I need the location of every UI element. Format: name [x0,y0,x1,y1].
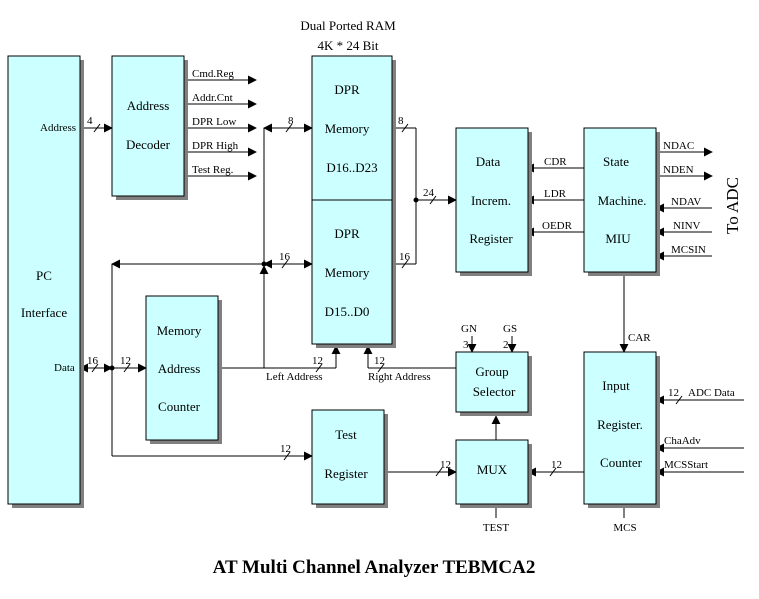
test-register-block: Test Register [311,409,388,508]
group-selector-label-2: Selector [473,384,516,399]
gs-label: GS [503,323,517,335]
ldr-label: LDR [544,188,567,200]
data-increm-register-label-1: Data [476,154,501,169]
pc-interface-label-2: Interface [21,305,67,320]
input-to-mux-width: 12 [551,459,562,471]
ndac-label: NDAC [663,140,694,152]
state-machine-label-3: MIU [605,231,631,246]
state-machine-block: State Machine. MIU [583,127,660,276]
ninv-label: NINV [673,220,701,232]
memory-address-counter-label-3: Counter [158,399,201,414]
nden-label: NDEN [663,164,694,176]
address-decoder-label-2: Decoder [126,137,171,152]
gs-width-label: 2 [503,339,509,351]
dpr-header-line-1: Dual Ported RAM [300,18,396,33]
dpr-high-label-2: Memory [325,121,370,136]
mcsin-label: MCSIN [671,244,706,256]
cmd-reg-label: Cmd.Reg [192,68,234,80]
data-increm-register-block: Data Increm. Register [455,127,532,276]
to-data-register-width: 24 [423,187,435,199]
input-register-counter-block: Input Register. Counter [583,351,660,508]
group-selector-label-1: Group [475,364,508,379]
ndav-label: NDAV [671,196,701,208]
dpr-low-label-2: Memory [325,265,370,280]
data-increm-register-label-2: Increm. [471,193,511,208]
adc-data-width: 12 [668,387,679,399]
cdr-label: CDR [544,156,567,168]
dpr-low-label: DPR Low [192,116,236,128]
memory-address-counter-label-2: Address [158,361,201,376]
addr-cnt-label: Addr.Cnt [192,92,233,104]
pc-interface-block: PC Interface [7,55,84,508]
mux-label: MUX [477,462,508,477]
test-register-label-1: Test [335,427,357,442]
test-register-label-2: Register [324,466,368,481]
test-to-mux-width: 12 [440,459,451,471]
adc-data-label: ADC Data [688,387,735,399]
dpr-low-in-width: 16 [279,251,291,263]
dpr-low-out-width: 16 [399,251,411,263]
bus-width-ticks [91,123,683,477]
to-adc-label: To ADC [723,177,742,234]
diagram-title: AT Multi Channel Analyzer TEBMCA2 [213,557,536,578]
address-decoder-block: Address Decoder [111,55,188,200]
dpr-memory-block: DPR Memory D16..D23 DPR Memory D15..D0 [311,55,396,348]
data-pc-width: 16 [87,355,99,367]
pc-interface-label-1: PC [36,268,52,283]
mcs-label: MCS [613,522,636,534]
left-address-width: 12 [312,355,323,367]
input-register-label-3: Counter [600,455,643,470]
dpr-high-label-3: D16..D23 [326,160,377,175]
input-register-label-1: Input [602,378,630,393]
oedr-label: OEDR [542,220,573,232]
mcs-start-label: MCSStart [664,459,708,471]
left-address-label: Left Address [266,371,323,383]
test-reg-label: Test Reg. [192,164,234,176]
data-counter-width: 12 [120,355,131,367]
dpr-header-line-2: 4K * 24 Bit [317,38,378,53]
car-label: CAR [628,332,651,344]
gn-width-label: 3 [463,339,469,351]
input-register-label-2: Register. [597,417,643,432]
cha-adv-label: ChaAdv [664,435,701,447]
state-machine-label-1: State [603,154,629,169]
right-address-label: Right Address [368,371,431,383]
dpr-low-label-3: D15..D0 [325,304,370,319]
test-reg-in-width: 12 [280,443,291,455]
memory-address-counter-label-1: Memory [157,323,202,338]
address-in-width: 4 [87,115,93,127]
data-increm-register-label-3: Register [469,231,513,246]
mux-block: MUX [455,439,532,508]
test-label: TEST [483,522,510,534]
address-decoder-label-1: Address [127,98,170,113]
gn-label: GN [461,323,477,335]
dpr-high-label-1: DPR [334,82,360,97]
data-label: Data [54,362,75,374]
junction-dots [109,197,419,371]
dpr-high-label: DPR High [192,140,239,152]
dpr-high-in-width: 8 [288,115,294,127]
right-address-width: 12 [374,355,385,367]
wires [79,75,744,518]
dpr-high-out-width: 8 [398,115,404,127]
group-selector-block: Group Selector [455,351,532,416]
state-machine-label-2: Machine. [598,193,647,208]
memory-address-counter-block: Memory Address Counter [145,295,222,444]
address-label: Address [40,122,76,134]
dpr-low-label-1: DPR [334,226,360,241]
